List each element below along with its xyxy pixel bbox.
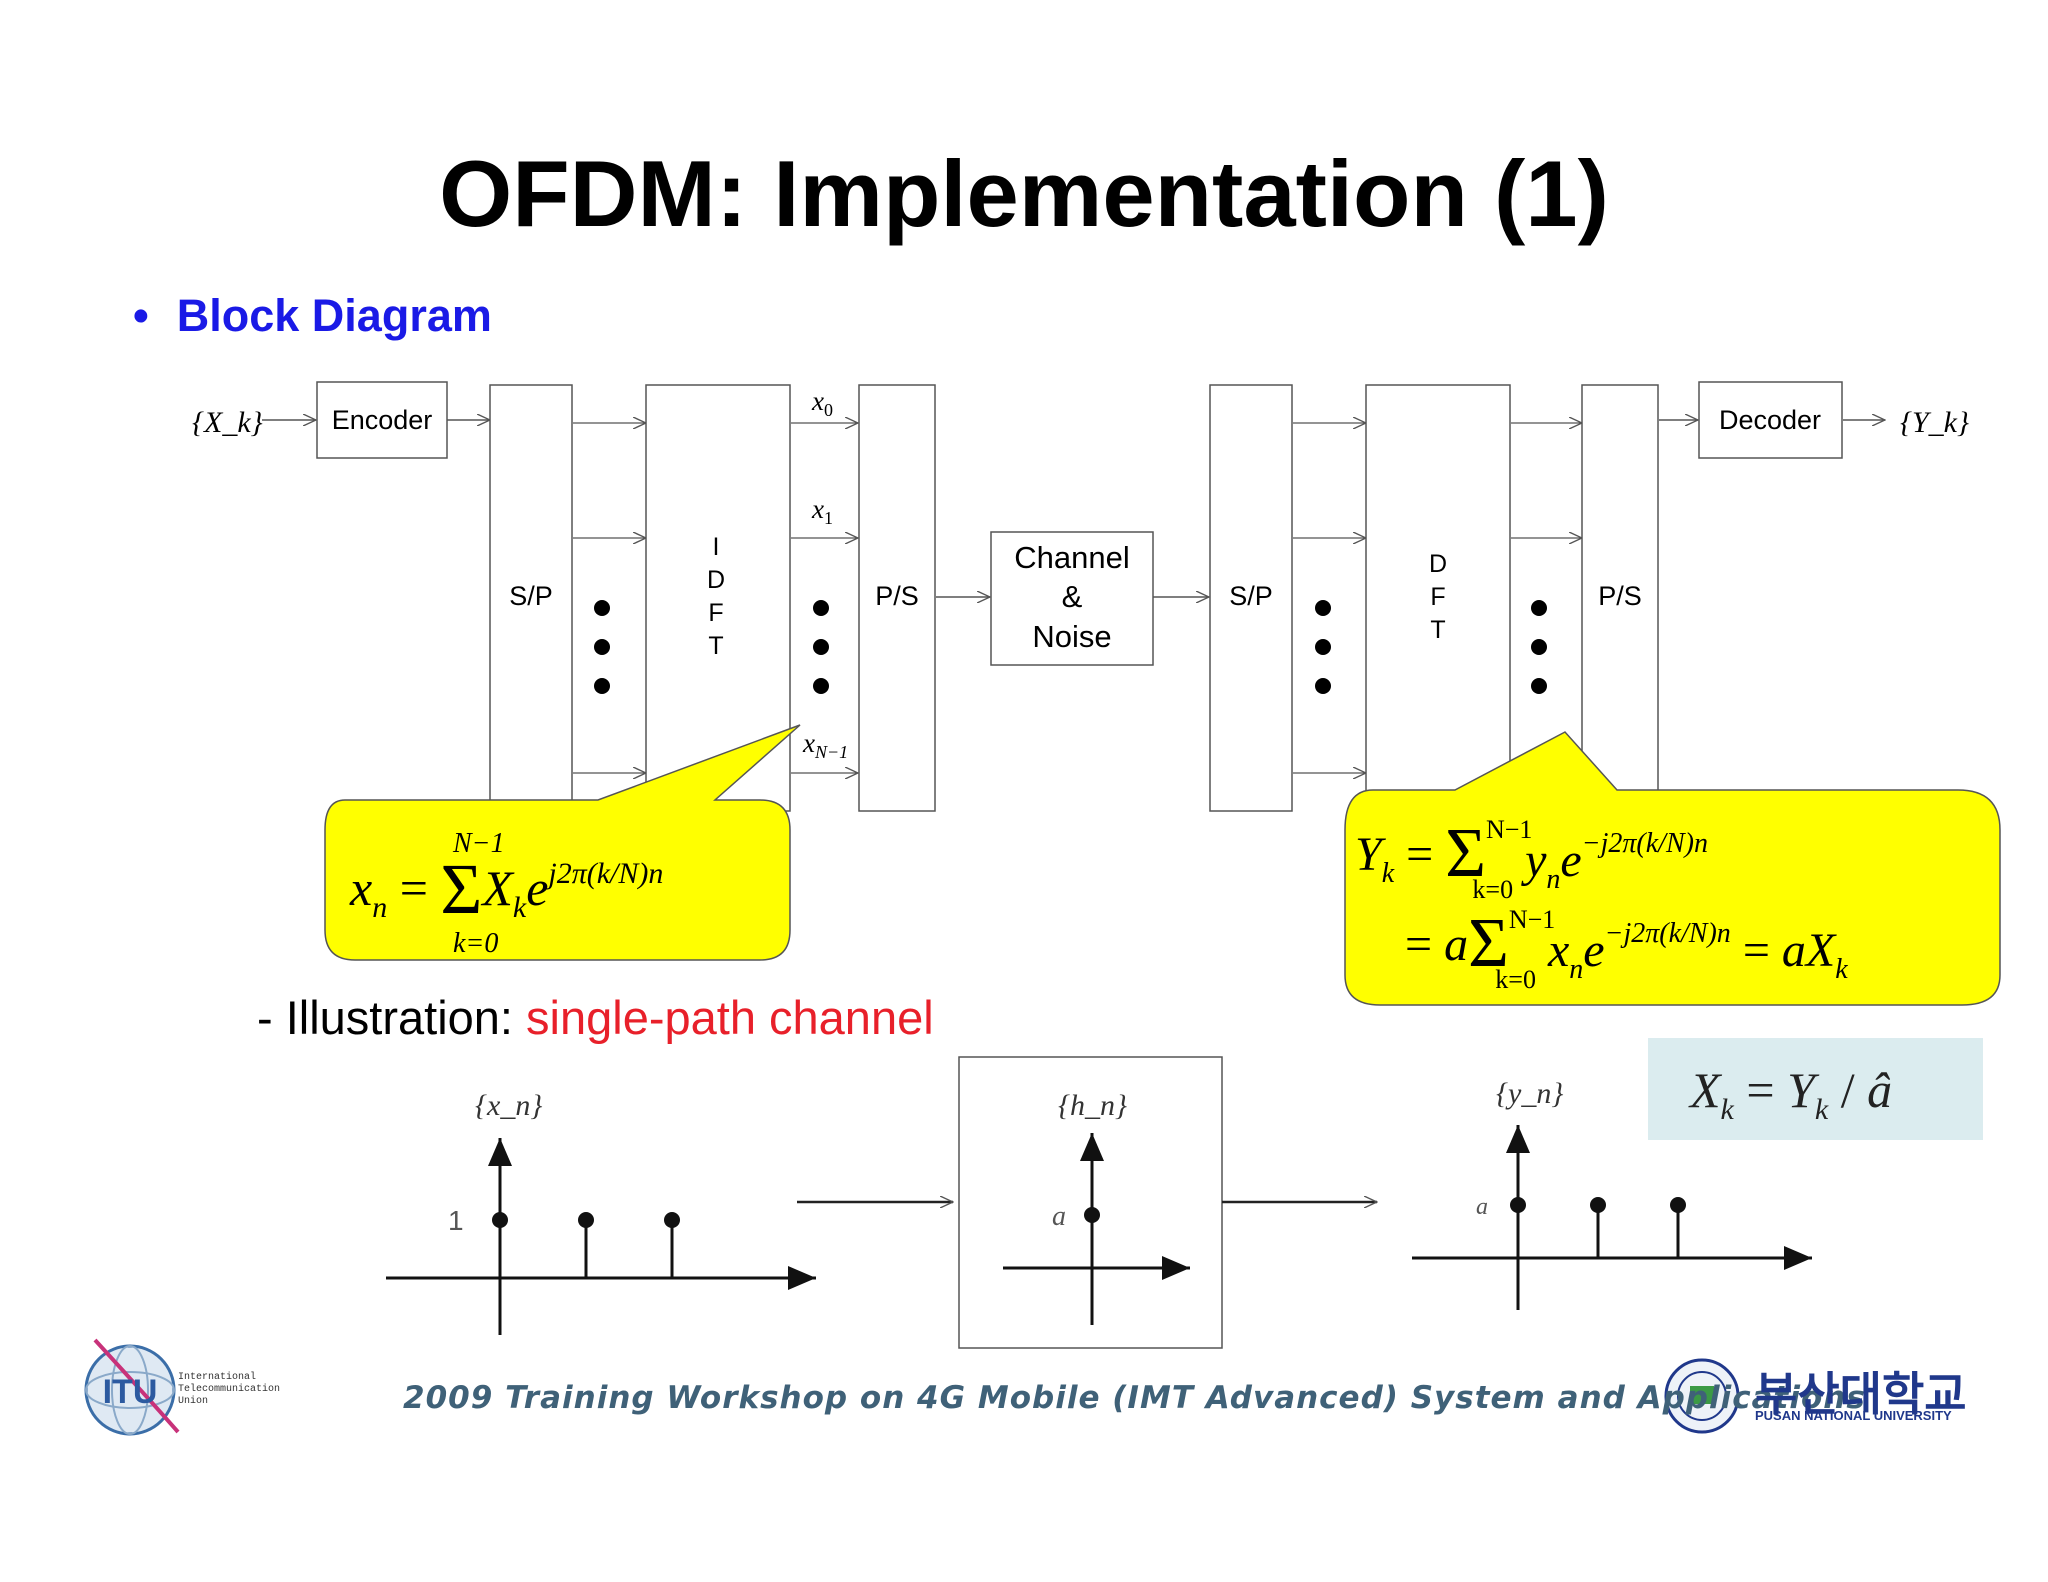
ellipsis-dot: [813, 600, 829, 616]
ellipsis-dot: [1315, 678, 1331, 694]
input-label: {X_k}: [192, 406, 263, 439]
sp-tx-box: [489, 384, 573, 812]
estimate-formula: Xk = Yk / â: [1688, 1062, 1892, 1126]
pnu-seal: [1664, 1358, 1740, 1434]
xn-sample-1: [578, 1212, 594, 1228]
idft-letter: D: [707, 566, 725, 594]
ellipsis-dot: [1531, 678, 1547, 694]
hn-sample-0: [1084, 1207, 1100, 1223]
estimate-box: [1648, 1038, 1983, 1140]
ellipsis-dot: [594, 639, 610, 655]
x0-label: x0: [811, 386, 833, 420]
encoder-box: [316, 381, 448, 459]
pnu-korean-name: 부산대학교: [1755, 1367, 1967, 1421]
slide-title: OFDM: Implementation (1): [439, 141, 1609, 246]
channel-label: Channel: [1014, 540, 1129, 575]
xn-sample-2: [664, 1212, 680, 1228]
hn-label: {h_n}: [1058, 1089, 1127, 1122]
idft-letter: F: [708, 599, 723, 627]
xn-label: {x_n}: [475, 1089, 542, 1122]
tx-sum-top: N−1: [452, 828, 505, 859]
sp-rx-label: S/P: [1229, 581, 1273, 611]
channel-box: [990, 531, 1154, 666]
dft-box: [1365, 384, 1511, 812]
x1-label: x1: [811, 494, 833, 528]
tx-sum-bottom: k=0: [453, 928, 498, 959]
ps-rx-label: P/S: [1598, 581, 1642, 611]
yn-sample-1: [1590, 1197, 1606, 1213]
ellipsis-dot: [1315, 600, 1331, 616]
dft-letter: F: [1430, 583, 1445, 611]
ps-tx-label: P/S: [875, 581, 919, 611]
dft-letter: D: [1429, 550, 1447, 578]
ellipsis-dot: [1315, 639, 1331, 655]
xN1-label: xN−1: [802, 728, 848, 762]
ps-rx-box: [1581, 384, 1659, 812]
illustration-caption: - Illustration: single-path channel: [257, 990, 934, 1045]
rx-formula-callout: [1344, 731, 2001, 1006]
idft-letter: T: [708, 632, 723, 660]
svg-text:ITU: ITU: [103, 1373, 158, 1411]
bullet-text: Block Diagram: [176, 290, 492, 341]
itu-subtitle: International Telecommunication Union: [178, 1372, 281, 1407]
ellipsis-dot: [594, 600, 610, 616]
yn-label: {y_n}: [1496, 1077, 1563, 1110]
illustration-highlight: single-path channel: [526, 991, 934, 1044]
bullet-marker: •: [133, 290, 149, 341]
encoder-label: Encoder: [332, 405, 433, 435]
yn-sample-2: [1670, 1197, 1686, 1213]
workshop-footer: 2009 Training Workshop on 4G Mobile (IMT…: [403, 1380, 1866, 1416]
xn-tick-1: 1: [448, 1205, 464, 1236]
yn-tick-a: a: [1476, 1194, 1488, 1220]
decoder-label: Decoder: [1719, 405, 1821, 435]
ellipsis-dot: [1531, 600, 1547, 616]
channel-amp: &: [1062, 579, 1083, 614]
channel-noise: Noise: [1032, 619, 1111, 654]
output-label: {Y_k}: [1900, 406, 1969, 439]
tx-formula-callout: [324, 724, 801, 961]
itu-logo: ITU: [84, 1338, 180, 1436]
bullet-block-diagram: • Block Diagram: [133, 290, 492, 342]
sp-rx-box: [1209, 384, 1293, 812]
decoder-box: [1698, 381, 1843, 459]
ellipsis-dot: [1531, 639, 1547, 655]
ellipsis-dot: [813, 678, 829, 694]
tx-formula: xn = ΣXkej2π(k/N)n: [349, 849, 663, 929]
illustration-prefix: - Illustration:: [257, 991, 527, 1044]
ellipsis-dot: [594, 678, 610, 694]
hn-tick-a: a: [1052, 1201, 1066, 1232]
dft-letter: T: [1430, 616, 1445, 644]
yn-sample-0: [1510, 1197, 1526, 1213]
pnu-english-name: PUSAN NATIONAL UNIVERSITY: [1755, 1408, 1952, 1423]
ps-tx-box: [858, 384, 936, 812]
ellipsis-dot: [813, 639, 829, 655]
sp-tx-label: S/P: [509, 581, 553, 611]
xn-sample-0: [492, 1212, 508, 1228]
idft-letter: I: [713, 533, 720, 561]
